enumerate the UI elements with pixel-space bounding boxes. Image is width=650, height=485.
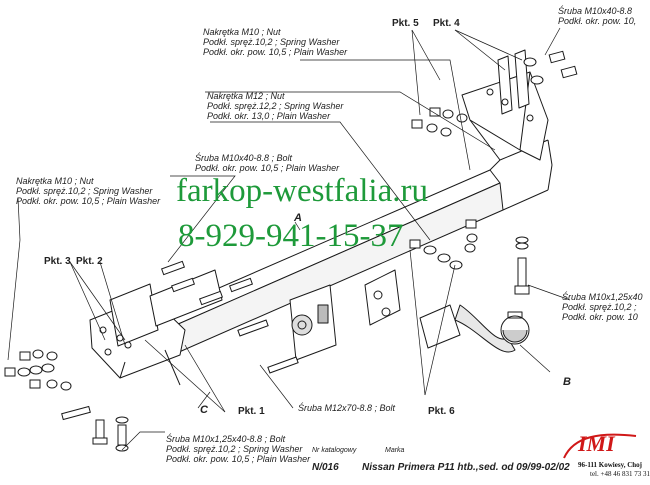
nuts-pkt5 (411, 107, 468, 137)
company-address: 96-111 Kowiesy, Choj (578, 461, 642, 469)
label-line: Podkł. okr. pow. 10 (562, 312, 638, 322)
label-bolt-m10x125-bottom: Śruba M10x1,25x40-8.8 ; Bolt Podkł. sprę… (166, 434, 310, 464)
label-line: Śruba M10x1,25x40 (562, 292, 643, 302)
bolt-set-top-right (523, 50, 578, 85)
ref-letter-b: B (563, 376, 571, 388)
label-nut-m12: Nakrętka M12 ; Nut Podkł. spręż.12,2 ; S… (207, 91, 343, 121)
label-bolt-m10-topright: Śruba M10x40-8.8 Podkł. okr. pow. 10, (558, 6, 636, 26)
label-line: Podkł. okr. pow. 10,5 ; Plain Washer (16, 196, 161, 206)
label-line: Podkł. spręż.12,2 ; Spring Washer (207, 101, 344, 111)
label-line: Podkł. spręż.10,2 ; (562, 302, 637, 312)
bolt-right-vertical (514, 236, 530, 295)
bolts-bottom-left (61, 405, 129, 452)
imi-logo-swoosh-icon (563, 433, 637, 459)
label-line: Nakrętka M10 ; Nut (16, 176, 94, 186)
label-line: Podkł. okr. pow. 10,5 ; Plain Washer (203, 47, 348, 57)
ball-neck (419, 304, 530, 353)
right-bracket (461, 49, 549, 161)
ref-letter-a: A (294, 212, 302, 224)
pkt-2-label: Pkt. 2 (76, 256, 103, 267)
vehicle-model: Nissan Primera P11 htb.,sed. od 09/99-02… (362, 462, 570, 473)
socket-bracket (364, 269, 401, 326)
ref-letter-c: C (200, 404, 208, 416)
label-line: Podkł. okr. pow. 10,5 ; Plain Washer (195, 163, 340, 173)
towbar-exploded-diagram (4, 27, 578, 452)
pkt-1-label: Pkt. 1 (238, 406, 265, 417)
label-bolt-m10-mid: Śruba M10x40-8.8 ; Bolt Podkł. okr. pow.… (195, 153, 339, 173)
label-line: Podkł. spręż.10,2 ; Spring Washer (203, 37, 340, 47)
bolts-left-column (160, 260, 299, 374)
pkt-6-label: Pkt. 6 (428, 406, 455, 417)
diagram-drawing (4, 27, 578, 452)
catalog-number: N/016 (312, 462, 339, 473)
watermark-phone: 8-929-941-15-37 (178, 218, 404, 254)
label-line: Podkł. okr. 13,0 ; Plain Washer (207, 111, 331, 121)
label-line: Nakrętka M10 ; Nut (203, 27, 281, 37)
left-bracket (89, 269, 223, 386)
label-line: Podkł. okr. pow. 10,5 ; Plain Washer (166, 454, 311, 464)
pkt-3-label: Pkt. 3 (44, 256, 71, 267)
label-line: Śruba M10x1,25x40-8.8 ; Bolt (166, 434, 286, 444)
ball-mount-plate (289, 284, 337, 361)
label-bolt-m12: Śruba M12x70-8.8 ; Bolt (298, 403, 396, 413)
label-nut-m10-top: Nakrętka M10 ; Nut Podkł. spręż.10,2 ; S… (203, 27, 347, 57)
label-line: Śruba M10x40-8.8 ; Bolt (195, 153, 293, 163)
nuts-pkt6 (409, 219, 478, 270)
pkt-5-label: Pkt. 5 (392, 18, 419, 29)
watermark-site: farkop-westfalia.ru (176, 173, 428, 209)
pkt-4-label: Pkt. 4 (433, 18, 460, 29)
company-phone: tel. +48 46 831 73 31 (590, 470, 650, 478)
catalog-label: Nr katalogowy (312, 447, 357, 454)
nuts-pkt3 (4, 349, 72, 391)
label-bolt-m10x125-right: Śruba M10x1,25x40 Podkł. spręż.10,2 ; Po… (562, 292, 643, 322)
label-line: Nakrętka M12 ; Nut (207, 91, 285, 101)
label-line: Podkł. spręż.10,2 ; Spring Washer (16, 186, 153, 196)
label-nut-m10-left: Nakrętka M10 ; Nut Podkł. spręż.10,2 ; S… (16, 176, 160, 206)
label-line: Podkł. spręż.10,2 ; Spring Washer (166, 444, 303, 454)
label-line: Śruba M10x40-8.8 (558, 6, 633, 16)
marka-label: Marka (385, 447, 405, 454)
label-line: Podkł. okr. pow. 10, (558, 16, 637, 26)
